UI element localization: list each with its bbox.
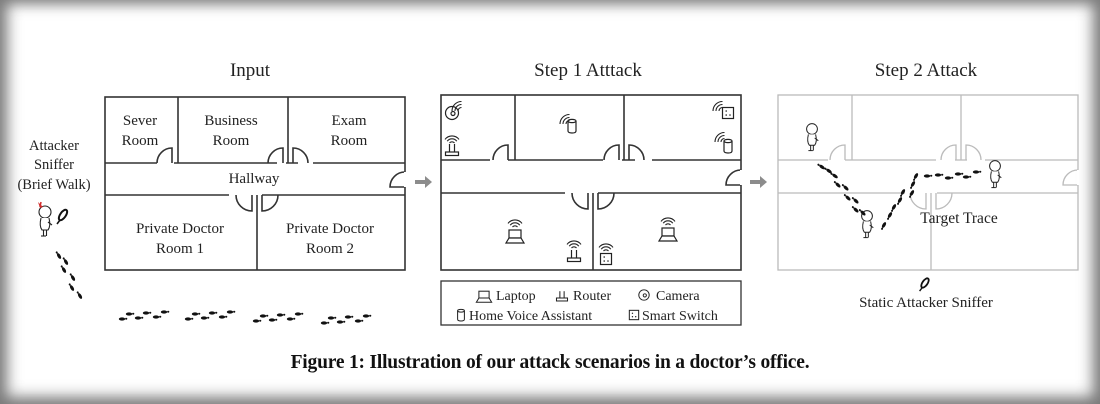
input-panel: Input Sever Room Business Room Exam bbox=[17, 60, 406, 325]
sever-room-label-line1: Sever bbox=[123, 113, 157, 129]
doctor-room-2-label-line1: Private Doctor bbox=[286, 221, 374, 237]
sever-room-label-line2: Room bbox=[122, 133, 159, 149]
arrow-step1-to-step2-icon bbox=[750, 176, 767, 188]
step1-floor-plan bbox=[440, 94, 742, 271]
doctor-room-1-label-line1: Private Doctor bbox=[136, 221, 224, 237]
attacker-figure-icon bbox=[38, 201, 70, 237]
device-legend: Laptop Router Camera Home Voice Assistan… bbox=[440, 280, 742, 326]
legend-smart-switch-label: Smart Switch bbox=[642, 309, 718, 324]
legend-laptop-label: Laptop bbox=[496, 289, 536, 304]
device-voice-assistant-business-icon bbox=[559, 113, 577, 134]
doctor-room-2-label-line2: Room 2 bbox=[306, 241, 354, 257]
step2-floor-plan bbox=[777, 94, 1079, 271]
walk-footsteps-diagonal bbox=[54, 250, 83, 300]
target-trace-label: Target Trace bbox=[920, 210, 998, 227]
legend-smart-switch-icon bbox=[628, 309, 640, 321]
device-smart-switch-exam-icon bbox=[712, 100, 735, 120]
static-sniffer-icon bbox=[918, 276, 932, 293]
device-voice-assistant-exam-icon bbox=[714, 131, 733, 154]
legend-home-voice-assistant-icon bbox=[457, 308, 465, 322]
device-router-doctor1-icon bbox=[566, 240, 582, 263]
business-room-label-line1: Business bbox=[204, 113, 258, 129]
doctor-room-1-label-line2: Room 1 bbox=[156, 241, 204, 257]
attacker-label-line1: Attacker bbox=[29, 138, 79, 154]
input-title: Input bbox=[230, 60, 271, 81]
legend-laptop-icon bbox=[475, 290, 493, 303]
legend-home-voice-assistant-label: Home Voice Assistant bbox=[469, 309, 592, 324]
device-laptop-doctor1-icon bbox=[505, 219, 525, 244]
exam-room-label-line2: Room bbox=[331, 133, 368, 149]
legend-camera-label: Camera bbox=[656, 289, 700, 304]
static-sniffer-label: Static Attacker Sniffer bbox=[859, 295, 993, 311]
legend-router-label: Router bbox=[573, 289, 611, 304]
input-floor-plan bbox=[104, 96, 406, 271]
exam-room-label-line1: Exam bbox=[332, 113, 367, 129]
attacker-label-line3: (Brief Walk) bbox=[17, 177, 90, 193]
device-router-sever-icon bbox=[444, 135, 460, 157]
walk-footsteps-horizontal bbox=[118, 310, 372, 325]
step1-title: Step 1 Atttack bbox=[534, 60, 642, 81]
figure-caption: Figure 1: Illustration of our attack sce… bbox=[290, 352, 810, 373]
target-person-3-icon bbox=[989, 160, 1002, 189]
device-camera-sever-icon bbox=[444, 100, 463, 121]
step1-panel: Step 1 Atttack bbox=[440, 60, 742, 326]
device-laptop-doctor2-icon bbox=[658, 217, 678, 242]
step2-title: Step 2 Attack bbox=[875, 60, 978, 81]
attacker-label-line2: Sniffer bbox=[34, 157, 74, 173]
business-room-label-line2: Room bbox=[213, 133, 250, 149]
step2-panel: Step 2 Attack bbox=[777, 60, 1079, 311]
device-smart-switch-doctor2-icon bbox=[598, 243, 614, 266]
target-person-1-icon bbox=[806, 123, 819, 152]
hallway-label: Hallway bbox=[229, 171, 280, 187]
arrow-input-to-step1-icon bbox=[415, 176, 432, 188]
